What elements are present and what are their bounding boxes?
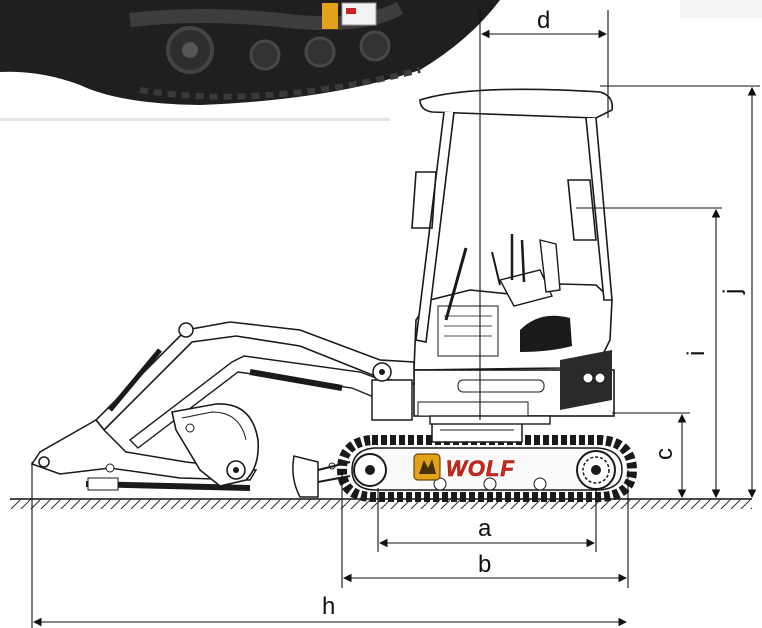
dim-label-a: a <box>478 515 492 542</box>
boom-arm-bucket <box>30 321 415 491</box>
upper-body <box>413 283 615 417</box>
dim-label-h: h <box>322 593 335 620</box>
turntable <box>429 415 551 425</box>
brand-name: WOLF <box>446 456 515 481</box>
dimension-lines <box>31 10 760 628</box>
dozer-blade <box>292 455 351 498</box>
dim-label-d: d <box>537 7 550 34</box>
track-photo-fragment <box>0 0 762 121</box>
dim-label-b: b <box>478 551 491 578</box>
dim-label-c: c <box>651 448 678 460</box>
dim-label-j: j <box>719 289 746 295</box>
wolf-logo: WOLF <box>413 453 515 481</box>
canopy <box>411 88 614 343</box>
lift-point-sticker <box>322 3 338 29</box>
undercarriage: WOLF <box>336 419 638 502</box>
dim-label-i: i <box>683 351 710 356</box>
